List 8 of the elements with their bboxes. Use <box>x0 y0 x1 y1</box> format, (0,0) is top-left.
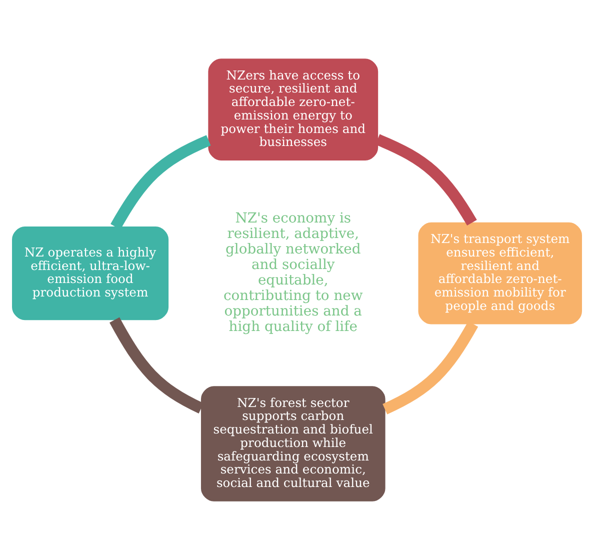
connector <box>375 134 477 226</box>
connector <box>382 321 478 414</box>
label: NZ's economy is resilient, adaptive, globally networked and socially equitable, contributing to new opportunities and a high quality of life <box>223 210 363 335</box>
node-box: NZ operates a highly efficient, ultra-low-emission food production system <box>12 226 169 320</box>
connector <box>110 317 204 414</box>
node-box: NZers have access to secure, resilient and affordable zero-net-emission energy to power their homes and businesses <box>208 58 378 161</box>
node-box: NZ's forest sector supports carbon sequestration and biofuel production while safeguarding ecosystem services and economic, social and cultural value <box>200 386 386 502</box>
node-box: NZ's transport system ensures efficient, resilient and affordable zero-net-emission mobility for people and goods <box>418 222 582 324</box>
